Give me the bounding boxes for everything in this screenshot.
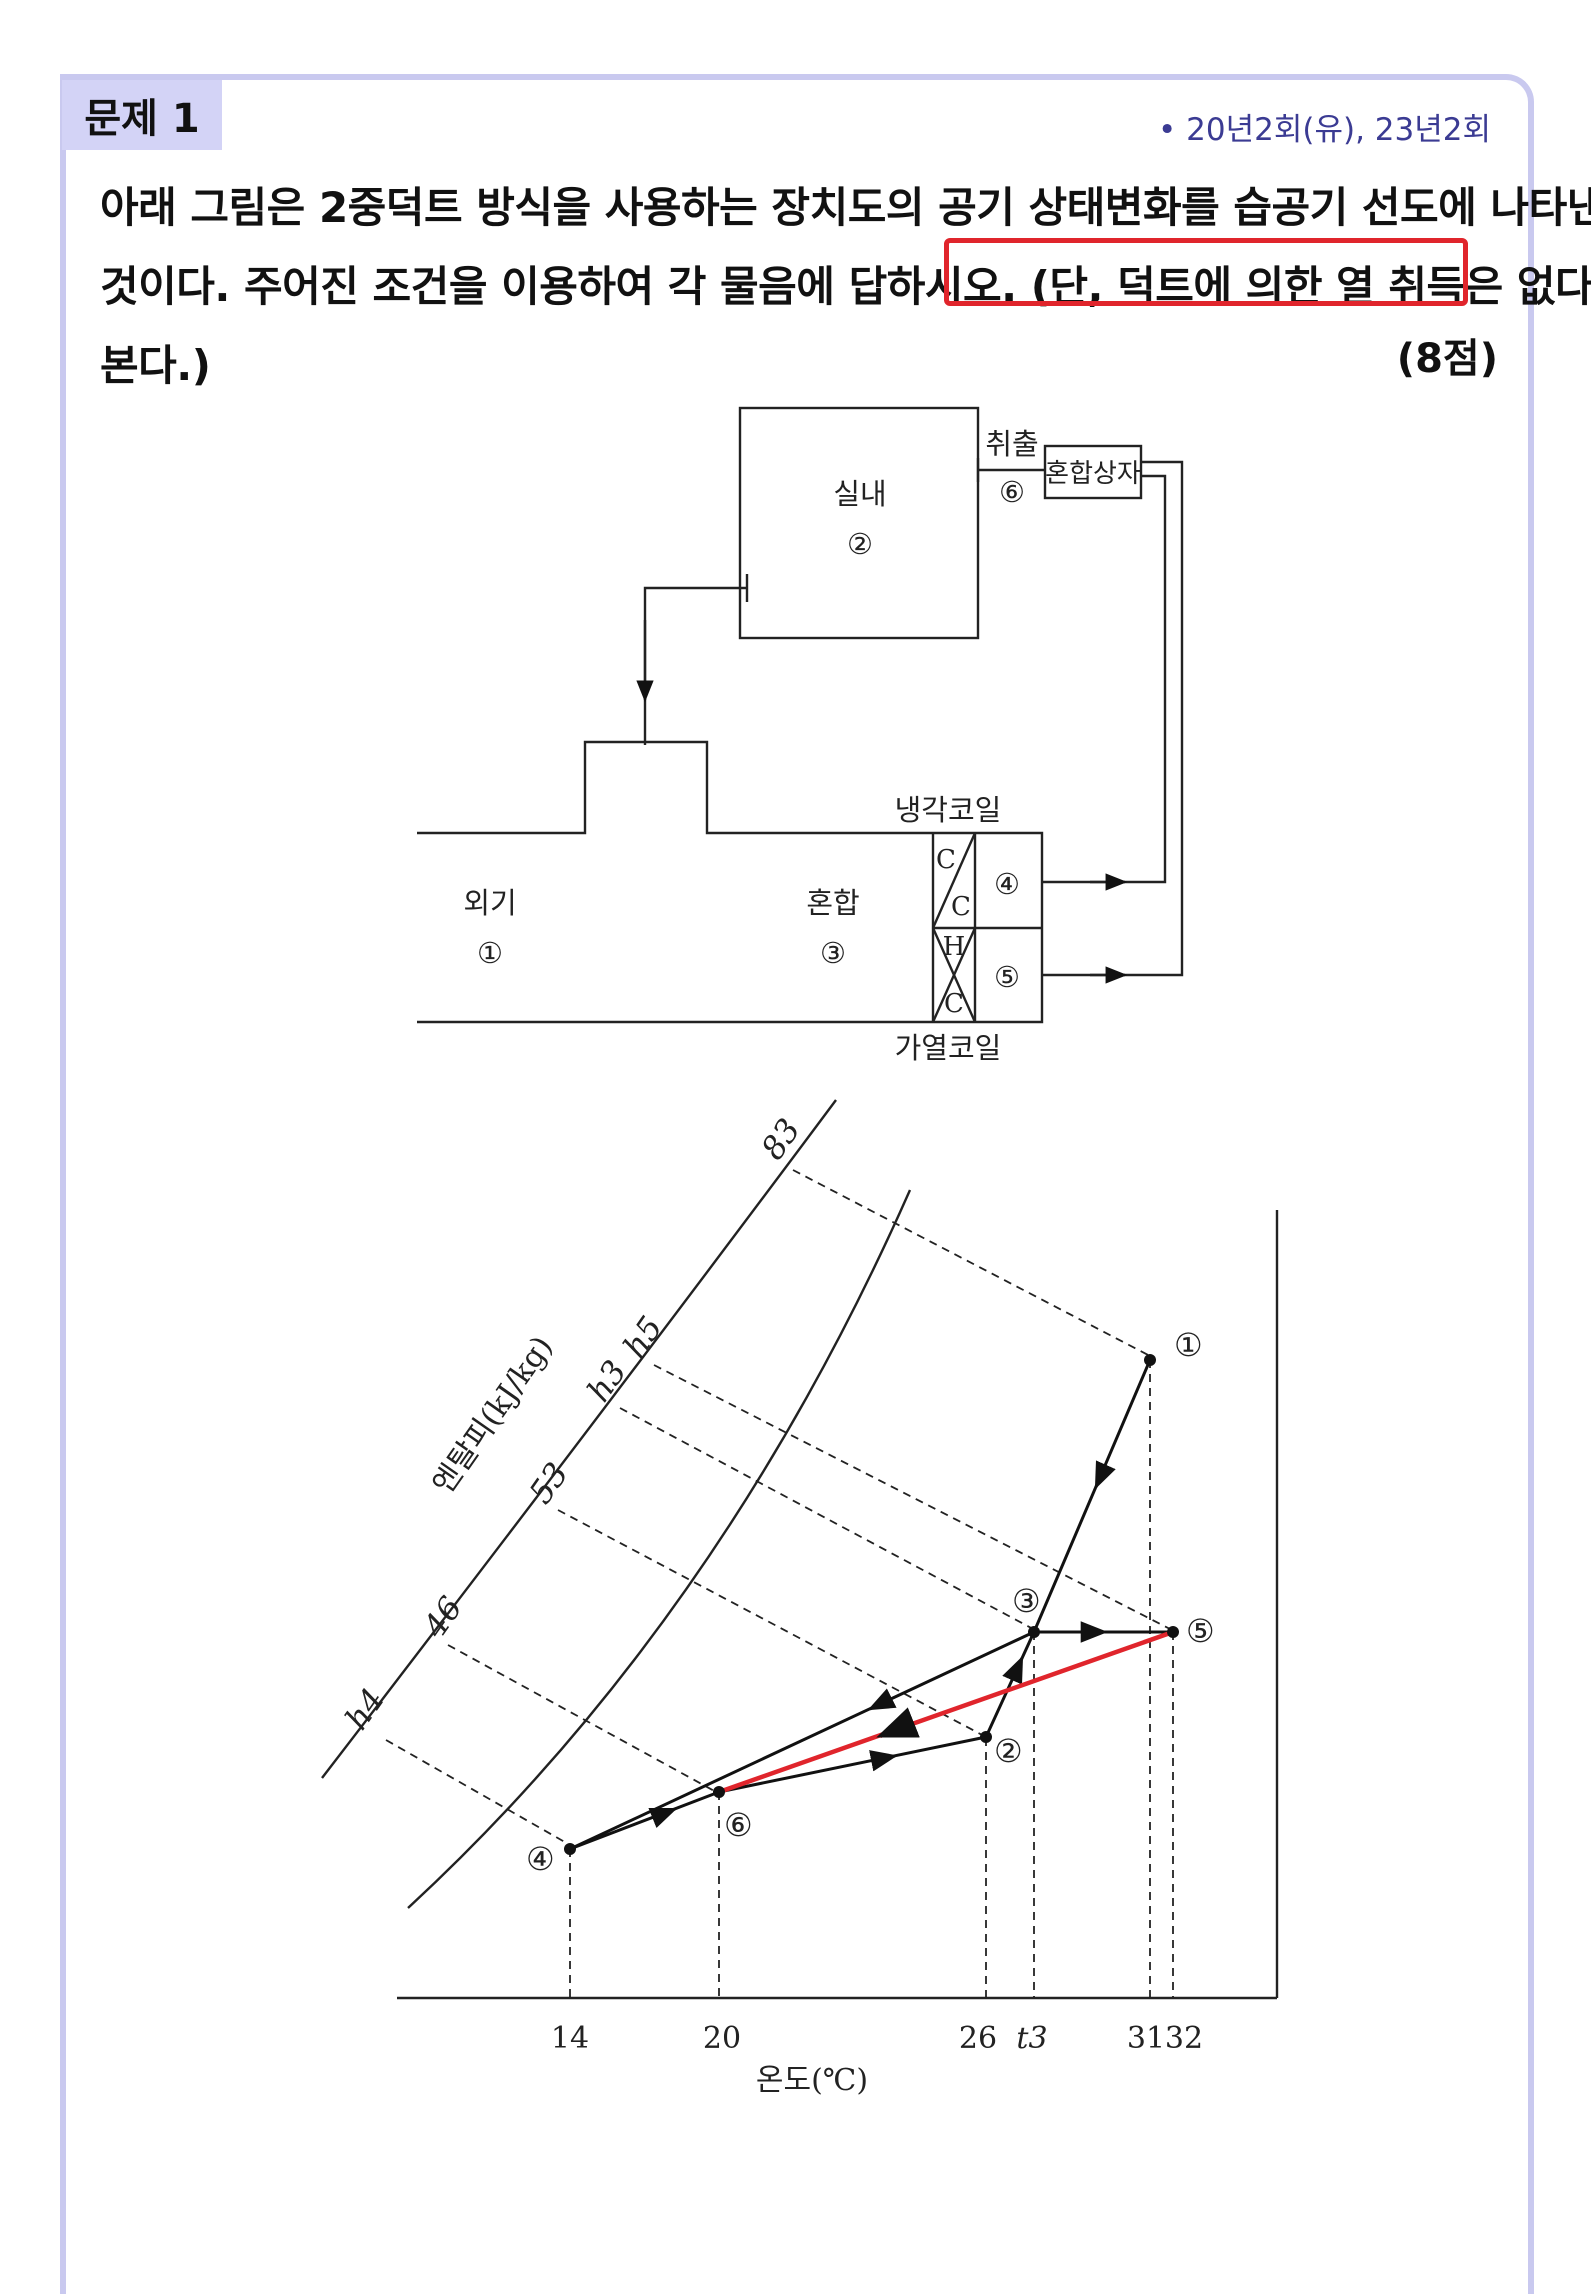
cc-top: C <box>936 845 956 875</box>
room-num: ② <box>847 527 873 561</box>
temp-tick-32: 32 <box>1165 2021 1203 2056</box>
guide-lines <box>385 1169 1174 1998</box>
point-label-4: ④ <box>526 1840 555 1878</box>
point-label-5: ⑤ <box>1186 1612 1215 1650</box>
highlight-box <box>944 238 1468 306</box>
exhaust-label: 취출 <box>985 427 1038 461</box>
state-point-1 <box>1144 1354 1156 1366</box>
enthalpy-tick-h4: h4 <box>337 1681 392 1736</box>
cc-bottom: C <box>951 892 971 922</box>
heating-coil-diag-2 <box>931 927 977 1023</box>
mix-label: 혼합 <box>806 886 859 920</box>
exam-source: • 20년2회(유), 23년2회 <box>1158 112 1491 148</box>
room-box <box>738 406 980 640</box>
question-text: 아래 그림은 2중덕트 방식을 사용하는 장치도의 공기 상태변화를 습공기 선… <box>100 168 1591 405</box>
temp-tick-14: 14 <box>551 2021 589 2056</box>
point-label-2: ② <box>994 1732 1023 1770</box>
outdoor-num: ① <box>477 936 503 970</box>
score: (8점) <box>1396 336 1498 382</box>
state-point-6 <box>713 1786 725 1798</box>
return-duct-line <box>643 586 747 745</box>
cooling-coil-label: 냉각코일 <box>895 793 1002 827</box>
state-points <box>564 1354 1179 1855</box>
enthalpy-tick-46: 46 <box>415 1589 470 1645</box>
point-label-3: ③ <box>1012 1582 1041 1620</box>
temp-tick-t3: t3 <box>1016 2021 1047 2056</box>
process-lines <box>569 1359 1173 1851</box>
point-label-6: ⑥ <box>724 1806 753 1844</box>
heating-coil-label: 가열코일 <box>895 1031 1002 1065</box>
hc-bottom: C <box>944 989 964 1019</box>
hc-top: H <box>943 932 966 962</box>
state-point-3 <box>1028 1626 1040 1638</box>
enthalpy-tick-53: 53 <box>521 1455 575 1510</box>
temp-tick-26: 26 <box>959 2021 997 2056</box>
line-6-2 <box>718 1735 987 1794</box>
state-point-5 <box>1167 1626 1179 1638</box>
problem-title: 문제 1 <box>84 96 200 142</box>
temp-axis-label: 온도(℃) <box>756 2063 868 2098</box>
question-line-3: 본다.) <box>100 341 211 390</box>
enthalpy-scale-curve <box>321 1099 837 1779</box>
temp-tick-20: 20 <box>703 2021 741 2056</box>
state-point-2 <box>980 1731 992 1743</box>
room-label: 실내 <box>833 477 886 511</box>
line-5-6-red <box>718 1629 1174 1795</box>
enthalpy-tick-h3: h3 <box>579 1353 634 1408</box>
outdoor-label: 외기 <box>463 886 516 920</box>
mix-num: ③ <box>820 936 846 970</box>
point-label-1: ① <box>1174 1326 1203 1364</box>
question-line-1: 아래 그림은 2중덕트 방식을 사용하는 장치도의 공기 상태변화를 습공기 선… <box>100 183 1591 232</box>
line-3-4 <box>569 1630 1035 1851</box>
schematic-diagram <box>417 406 1184 1024</box>
temp-tick-31: 31 <box>1127 2021 1165 2056</box>
point-4-label: ④ <box>994 867 1020 901</box>
psychrometric-chart <box>321 1099 1279 2000</box>
exhaust-num: ⑥ <box>999 475 1025 509</box>
enthalpy-tick-83: 83 <box>753 1111 807 1166</box>
question-line-2a: 것이다. 주어진 조건을 이용하여 각 물음에 답하시오. <box>100 262 1031 311</box>
mixing-box <box>1043 444 1143 500</box>
problem-tab: 문제 1 <box>62 80 222 150</box>
line-1-3 <box>1032 1359 1152 1633</box>
question-line-2: 것이다. 주어진 조건을 이용하여 각 물음에 답하시오. (단, 덕트에 의한… <box>100 247 1591 326</box>
state-point-4 <box>564 1843 576 1855</box>
line-4-6 <box>569 1790 720 1851</box>
problem-frame <box>60 74 1534 2294</box>
mixing-box-label: 혼합상자 <box>1045 459 1141 489</box>
figures: 실내 ② 취출 ⑥ 혼합상자 외기 ① 혼합 ③ 냉각코일 가열코일 C C H… <box>321 406 1279 2098</box>
enthalpy-tick-h5: h5 <box>615 1309 670 1364</box>
point-5-label: ⑤ <box>994 960 1020 994</box>
cooling-coil-diag <box>931 832 977 929</box>
air-handler-duct <box>417 740 1044 1024</box>
rh-curve <box>407 1189 912 1909</box>
